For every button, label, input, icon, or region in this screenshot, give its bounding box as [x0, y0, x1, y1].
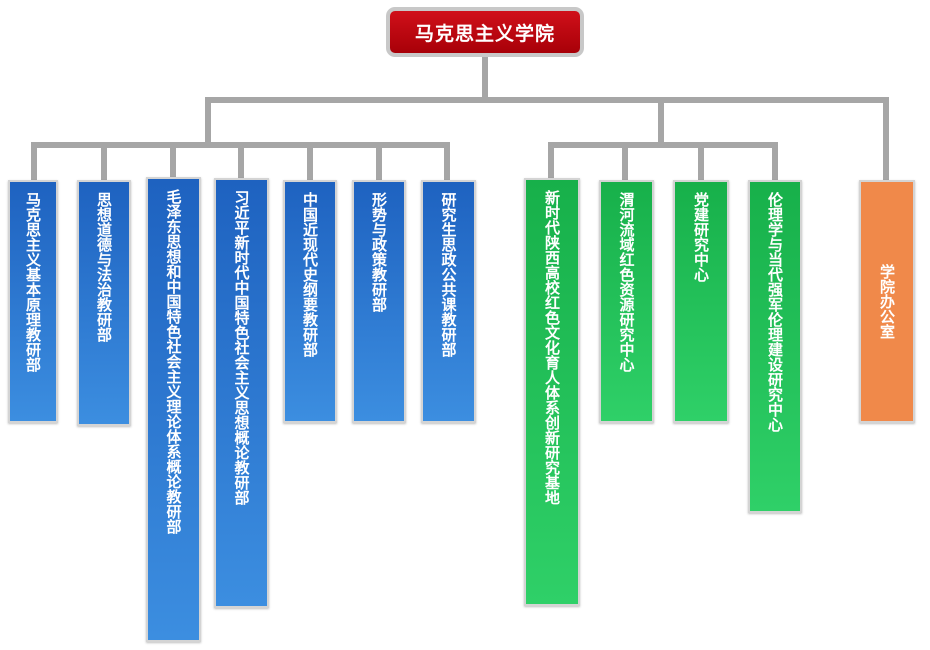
node-ethics-military-center: 伦理学与当代强军伦理建设研究中心: [748, 180, 802, 513]
node-graduate-ideology-dept: 研究生思政公共课教研部: [421, 180, 476, 423]
node-school-office: 学院办公室: [859, 180, 915, 423]
node-ethics-and-law-dept: 思想道德与法治教研部: [77, 180, 131, 426]
node-party-building-center: 党建研究中心: [673, 180, 729, 423]
node-weihe-red-resources-center: 渭河流域红色资源研究中心: [599, 180, 654, 423]
node-shaanxi-red-culture-base: 新时代陕西高校红色文化育人体系创新研究基地: [524, 178, 580, 606]
root-node-school-of-marxism: 马克思主义学院: [386, 7, 584, 57]
node-marxism-basic-principles-dept: 马克思主义基本原理教研部: [8, 180, 58, 423]
node-modern-history-dept: 中国近现代史纲要教研部: [283, 180, 337, 423]
node-mao-thought-theory-dept: 毛泽东思想和中国特色社会主义理论体系概论教研部: [146, 177, 201, 642]
node-situation-and-policy-dept: 形势与政策教研部: [352, 180, 406, 423]
node-xi-thought-intro-dept: 习近平新时代中国特色社会主义思想概论教研部: [214, 178, 269, 608]
